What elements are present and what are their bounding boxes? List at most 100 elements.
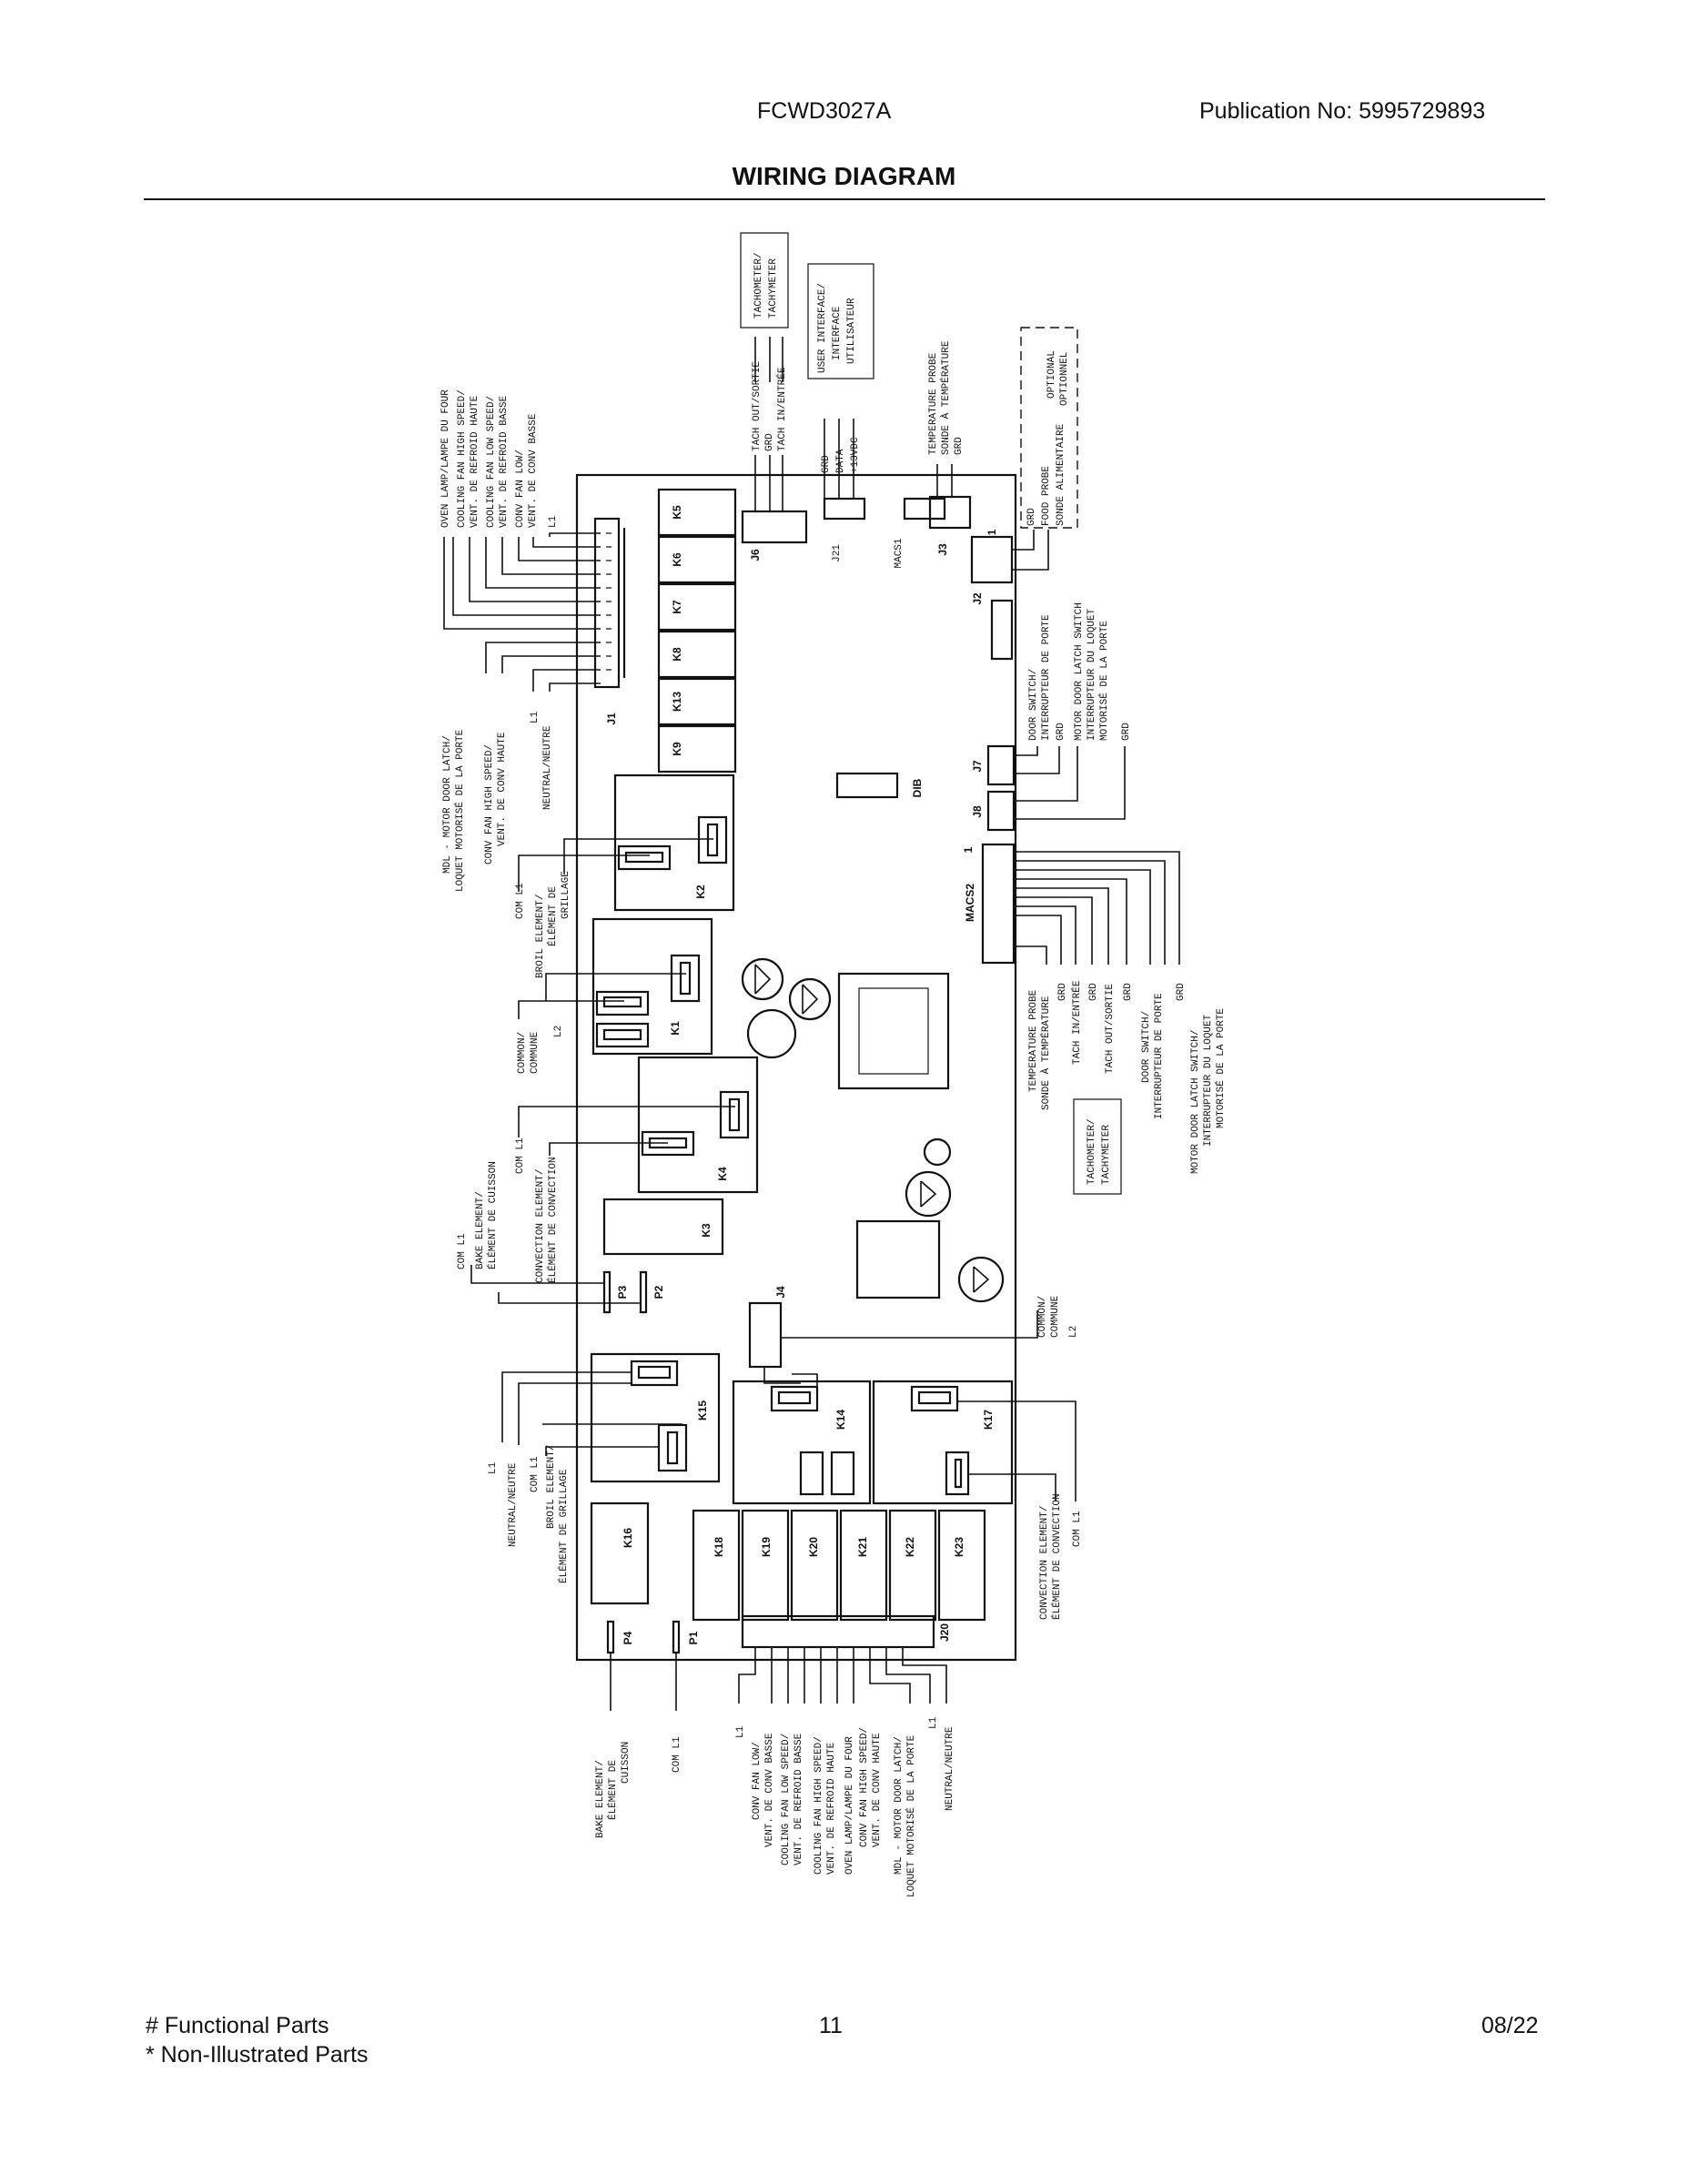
- svg-text:DIB: DIB: [911, 778, 924, 797]
- svg-text:MDL - MOTOR DOOR LATCH/: MDL - MOTOR DOOR LATCH/: [894, 1736, 905, 1875]
- j7-j8-labels: DOOR SWITCH/ INTERRUPTEUR DE PORTE GRD M…: [1028, 602, 1132, 741]
- relay-k14: K14: [732, 1373, 872, 1505]
- food-probe-grd: GRD: [1026, 508, 1037, 526]
- svg-text:CONV FAN HIGH SPEED/: CONV FAN HIGH SPEED/: [484, 744, 495, 864]
- connector-j7-j8: J7 J8: [971, 744, 1126, 832]
- tachometer-lower-label-1: TACHOMETER/: [1087, 1118, 1097, 1185]
- svg-text:P4: P4: [622, 1631, 634, 1644]
- svg-text:INTERRUPTEUR DU LOQUET: INTERRUPTEUR DU LOQUET: [1203, 1014, 1214, 1147]
- svg-text:GRD: GRD: [821, 455, 832, 473]
- connector-j20: J20: [738, 1614, 951, 1704]
- svg-text:K1: K1: [669, 1021, 682, 1036]
- connector-macs: J21 MACS1: [823, 419, 946, 569]
- svg-text:INTERRUPTEUR DE PORTE: INTERRUPTEUR DE PORTE: [1041, 614, 1052, 741]
- svg-text:J4: J4: [774, 1286, 787, 1299]
- j4-labels: COMMON/ COMMUNE L2: [1037, 1295, 1079, 1338]
- relay-k17: K17: [872, 1380, 1076, 1505]
- svg-text:SONDE À TEMPÉRATURE: SONDE À TEMPÉRATURE: [939, 340, 952, 455]
- svg-text:CONV FAN LOW/: CONV FAN LOW/: [752, 1742, 763, 1820]
- svg-text:GRD: GRD: [1123, 983, 1134, 1001]
- p2-labels: COM L1 BAKE ELEMENT/ ÉLÉMENT DE CUISSON: [457, 1161, 499, 1269]
- svg-text:OVEN LAMP/LAMPE DU FOUR: OVEN LAMP/LAMPE DU FOUR: [844, 1736, 855, 1875]
- k2-labels: COM L1 BROIL ELEMENT/ ÉLÉMENT DE GRILLAG…: [515, 871, 571, 978]
- svg-text:MDL - MOTOR DOOR LATCH/: MDL - MOTOR DOOR LATCH/: [442, 735, 453, 874]
- svg-text:VENT. DE REFROID HAUTE: VENT. DE REFROID HAUTE: [826, 1742, 837, 1875]
- svg-text:BROIL ELEMENT/: BROIL ELEMENT/: [546, 1445, 557, 1529]
- svg-text:TACH IN/ENTRÉE: TACH IN/ENTRÉE: [1070, 980, 1083, 1065]
- relay-k1: K1: [518, 917, 713, 1056]
- j21-labels: TEMPERATURE PROBE SONDE À TEMPÉRATURE GR…: [1028, 980, 1227, 1174]
- svg-text:VENT. DE CONV HAUTE: VENT. DE CONV HAUTE: [497, 732, 508, 846]
- svg-text:J3: J3: [936, 543, 949, 556]
- svg-text:MOTOR DOOR LATCH SWITCH/: MOTOR DOOR LATCH SWITCH/: [1190, 1030, 1201, 1174]
- svg-text:NEUTRAL/NEUTRE: NEUTRAL/NEUTRE: [508, 1462, 519, 1547]
- connector-dib: [835, 772, 899, 799]
- relay-column-top: K5 K6 K7 K8 K13 K9: [657, 488, 737, 774]
- k17-labels: CONVECTION ELEMENT/ ÉLÉMENT DE CONVECTIO…: [1039, 1493, 1083, 1620]
- svg-text:K7: K7: [671, 600, 683, 614]
- page-number: 11: [819, 2013, 843, 2038]
- svg-text:L1: L1: [735, 1725, 746, 1738]
- legend-functional: # Functional Parts: [146, 2013, 329, 2038]
- date: 08/22: [1481, 2013, 1539, 2038]
- svg-text:MACS2: MACS2: [964, 884, 976, 922]
- svg-text:CONV FAN LOW/: CONV FAN LOW/: [515, 450, 526, 528]
- control-board: [575, 473, 1017, 1662]
- svg-text:P1: P1: [687, 1631, 700, 1644]
- svg-text:SONDE À TEMPÉRATURE: SONDE À TEMPÉRATURE: [1039, 996, 1052, 1110]
- svg-text:L2: L2: [553, 1026, 564, 1037]
- board-components: [741, 957, 1005, 1303]
- svg-text:K5: K5: [671, 505, 683, 520]
- connector-j21: MACS2 1: [962, 843, 1180, 965]
- j1-wires: [443, 532, 601, 692]
- svg-text:P2: P2: [652, 1285, 665, 1299]
- model-number: FCWD3027A: [757, 98, 892, 124]
- optional-box: [1020, 327, 1078, 529]
- connector-j6: J6: [741, 337, 808, 561]
- svg-text:K22: K22: [904, 1537, 916, 1557]
- svg-text:VENT. DE REFROID BASSE: VENT. DE REFROID BASSE: [499, 395, 510, 528]
- svg-text:BROIL ELEMENT/: BROIL ELEMENT/: [535, 895, 546, 978]
- svg-text:J2: J2: [971, 592, 984, 605]
- svg-text:K14: K14: [834, 1410, 847, 1430]
- svg-text:CONVECTION ELEMENT/: CONVECTION ELEMENT/: [1039, 1506, 1050, 1620]
- svg-text:GRD: GRD: [764, 433, 775, 451]
- svg-text:COM L1: COM L1: [672, 1736, 682, 1773]
- svg-text:CUISSON: CUISSON: [621, 1742, 632, 1784]
- relay-k15: K15: [501, 1352, 721, 1483]
- svg-text:CONVECTION ELEMENT/: CONVECTION ELEMENT/: [535, 1169, 546, 1283]
- connector-j1: J1: [593, 517, 626, 725]
- j1-bottom-labels: MDL - MOTOR DOOR LATCH/ LOQUET MOTORISÉ …: [442, 711, 553, 892]
- svg-text:TEMPERATURE PROBE: TEMPERATURE PROBE: [1028, 989, 1039, 1092]
- svg-text:ÉLÉMENT DE: ÉLÉMENT DE: [606, 1760, 619, 1820]
- svg-text:DOOR SWITCH/: DOOR SWITCH/: [1028, 669, 1039, 741]
- svg-text:GRD: GRD: [1176, 983, 1187, 1001]
- svg-text:COOLING FAN HIGH SPEED/: COOLING FAN HIGH SPEED/: [457, 389, 468, 528]
- tachometer-box-lower: [1073, 1098, 1122, 1195]
- svg-text:ÉLÉMENT DE: ÉLÉMENT DE: [546, 886, 559, 946]
- svg-text:COMMUNE: COMMUNE: [530, 1031, 541, 1074]
- svg-text:K8: K8: [671, 647, 683, 662]
- svg-text:MOTORISÉ DE LA PORTE: MOTORISÉ DE LA PORTE: [1097, 621, 1110, 741]
- svg-text:GRD: GRD: [1056, 723, 1066, 741]
- relay-k3: [602, 1198, 724, 1256]
- svg-text:COMMUNE: COMMUNE: [1050, 1295, 1061, 1338]
- svg-text:COOLING FAN LOW SPEED/: COOLING FAN LOW SPEED/: [781, 1734, 792, 1866]
- svg-text:+13VDC: +13VDC: [850, 437, 861, 473]
- svg-text:K15: K15: [696, 1400, 709, 1421]
- svg-text:DOOR SWITCH/: DOOR SWITCH/: [1141, 1011, 1152, 1083]
- svg-text:LOQUET MOTORISÉ DE LA PORTE: LOQUET MOTORISÉ DE LA PORTE: [905, 1734, 917, 1897]
- relay-k2: K2: [518, 774, 735, 912]
- svg-text:BAKE ELEMENT/: BAKE ELEMENT/: [595, 1760, 606, 1838]
- svg-text:COMMON/: COMMON/: [1037, 1296, 1048, 1338]
- svg-text:GRD: GRD: [954, 437, 965, 455]
- publication-number: Publication No: 5995729893: [1199, 98, 1486, 124]
- svg-text:J7: J7: [971, 760, 984, 773]
- svg-text:TACH OUT/SORTIE: TACH OUT/SORTIE: [752, 361, 763, 451]
- svg-text:COOLING FAN LOW SPEED/: COOLING FAN LOW SPEED/: [486, 396, 497, 528]
- svg-text:MOTORISÉ DE LA PORTE: MOTORISÉ DE LA PORTE: [1214, 1008, 1227, 1128]
- svg-text:COM L1: COM L1: [1072, 1511, 1083, 1547]
- svg-text:J6: J6: [749, 549, 762, 561]
- svg-text:L1: L1: [548, 515, 559, 528]
